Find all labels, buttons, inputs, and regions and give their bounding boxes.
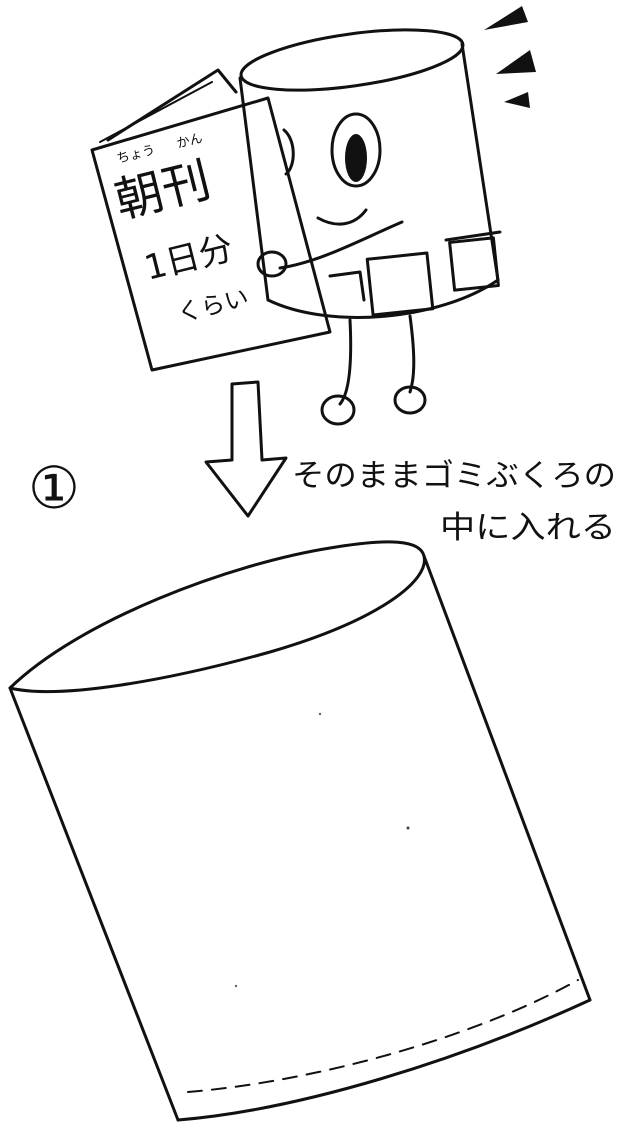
newspaper-furigana-kan: かん (175, 131, 204, 152)
surprise-marks-icon (484, 6, 536, 108)
instruction-line-1: そのままゴミぶくろの (292, 458, 616, 494)
down-arrow-icon (204, 380, 288, 518)
newspaper-furigana-chou: ちょう (115, 143, 156, 167)
garbage-bag-icon (8, 540, 592, 1122)
instruction-line-2: 中に入れる (440, 510, 616, 546)
step-number: ① (28, 454, 80, 522)
newspaper-approx: くらい (175, 283, 252, 328)
newspaper-icon (90, 68, 332, 372)
newspaper-amount: 1日分 (141, 228, 238, 288)
trash-can-mascot-icon (238, 28, 502, 426)
